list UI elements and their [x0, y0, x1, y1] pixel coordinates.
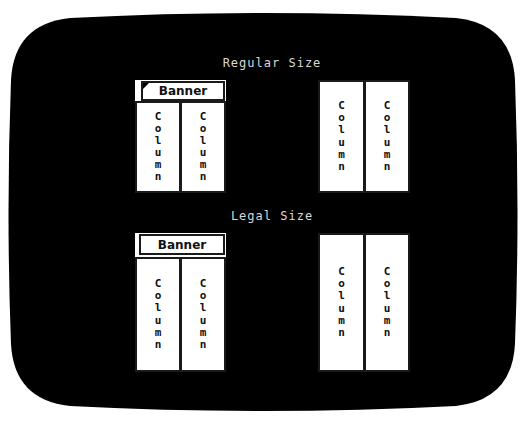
- folded-corner: [143, 83, 153, 93]
- column-box: Column: [180, 101, 226, 193]
- column-box: Column: [364, 233, 410, 372]
- column-label: Column: [336, 100, 347, 173]
- column-label: Column: [382, 100, 393, 173]
- size-heading: Regular Size: [223, 56, 322, 70]
- column-box: Column: [135, 101, 181, 193]
- banner-box: Banner: [141, 81, 225, 101]
- column-box: Column: [180, 257, 226, 372]
- column-label: Column: [153, 278, 164, 351]
- banner-label: Banner: [159, 84, 207, 98]
- column-label: Column: [198, 111, 209, 184]
- column-box: Column: [135, 257, 181, 372]
- column-label: Column: [336, 266, 347, 339]
- banner-label: Banner: [158, 238, 206, 252]
- column-label: Column: [382, 266, 393, 339]
- banner-box: Banner: [139, 234, 225, 255]
- column-label: Column: [153, 111, 164, 184]
- column-label: Column: [198, 278, 209, 351]
- column-box: Column: [318, 80, 365, 193]
- size-heading: Legal Size: [231, 209, 313, 223]
- column-box: Column: [318, 233, 365, 372]
- column-box: Column: [364, 80, 410, 193]
